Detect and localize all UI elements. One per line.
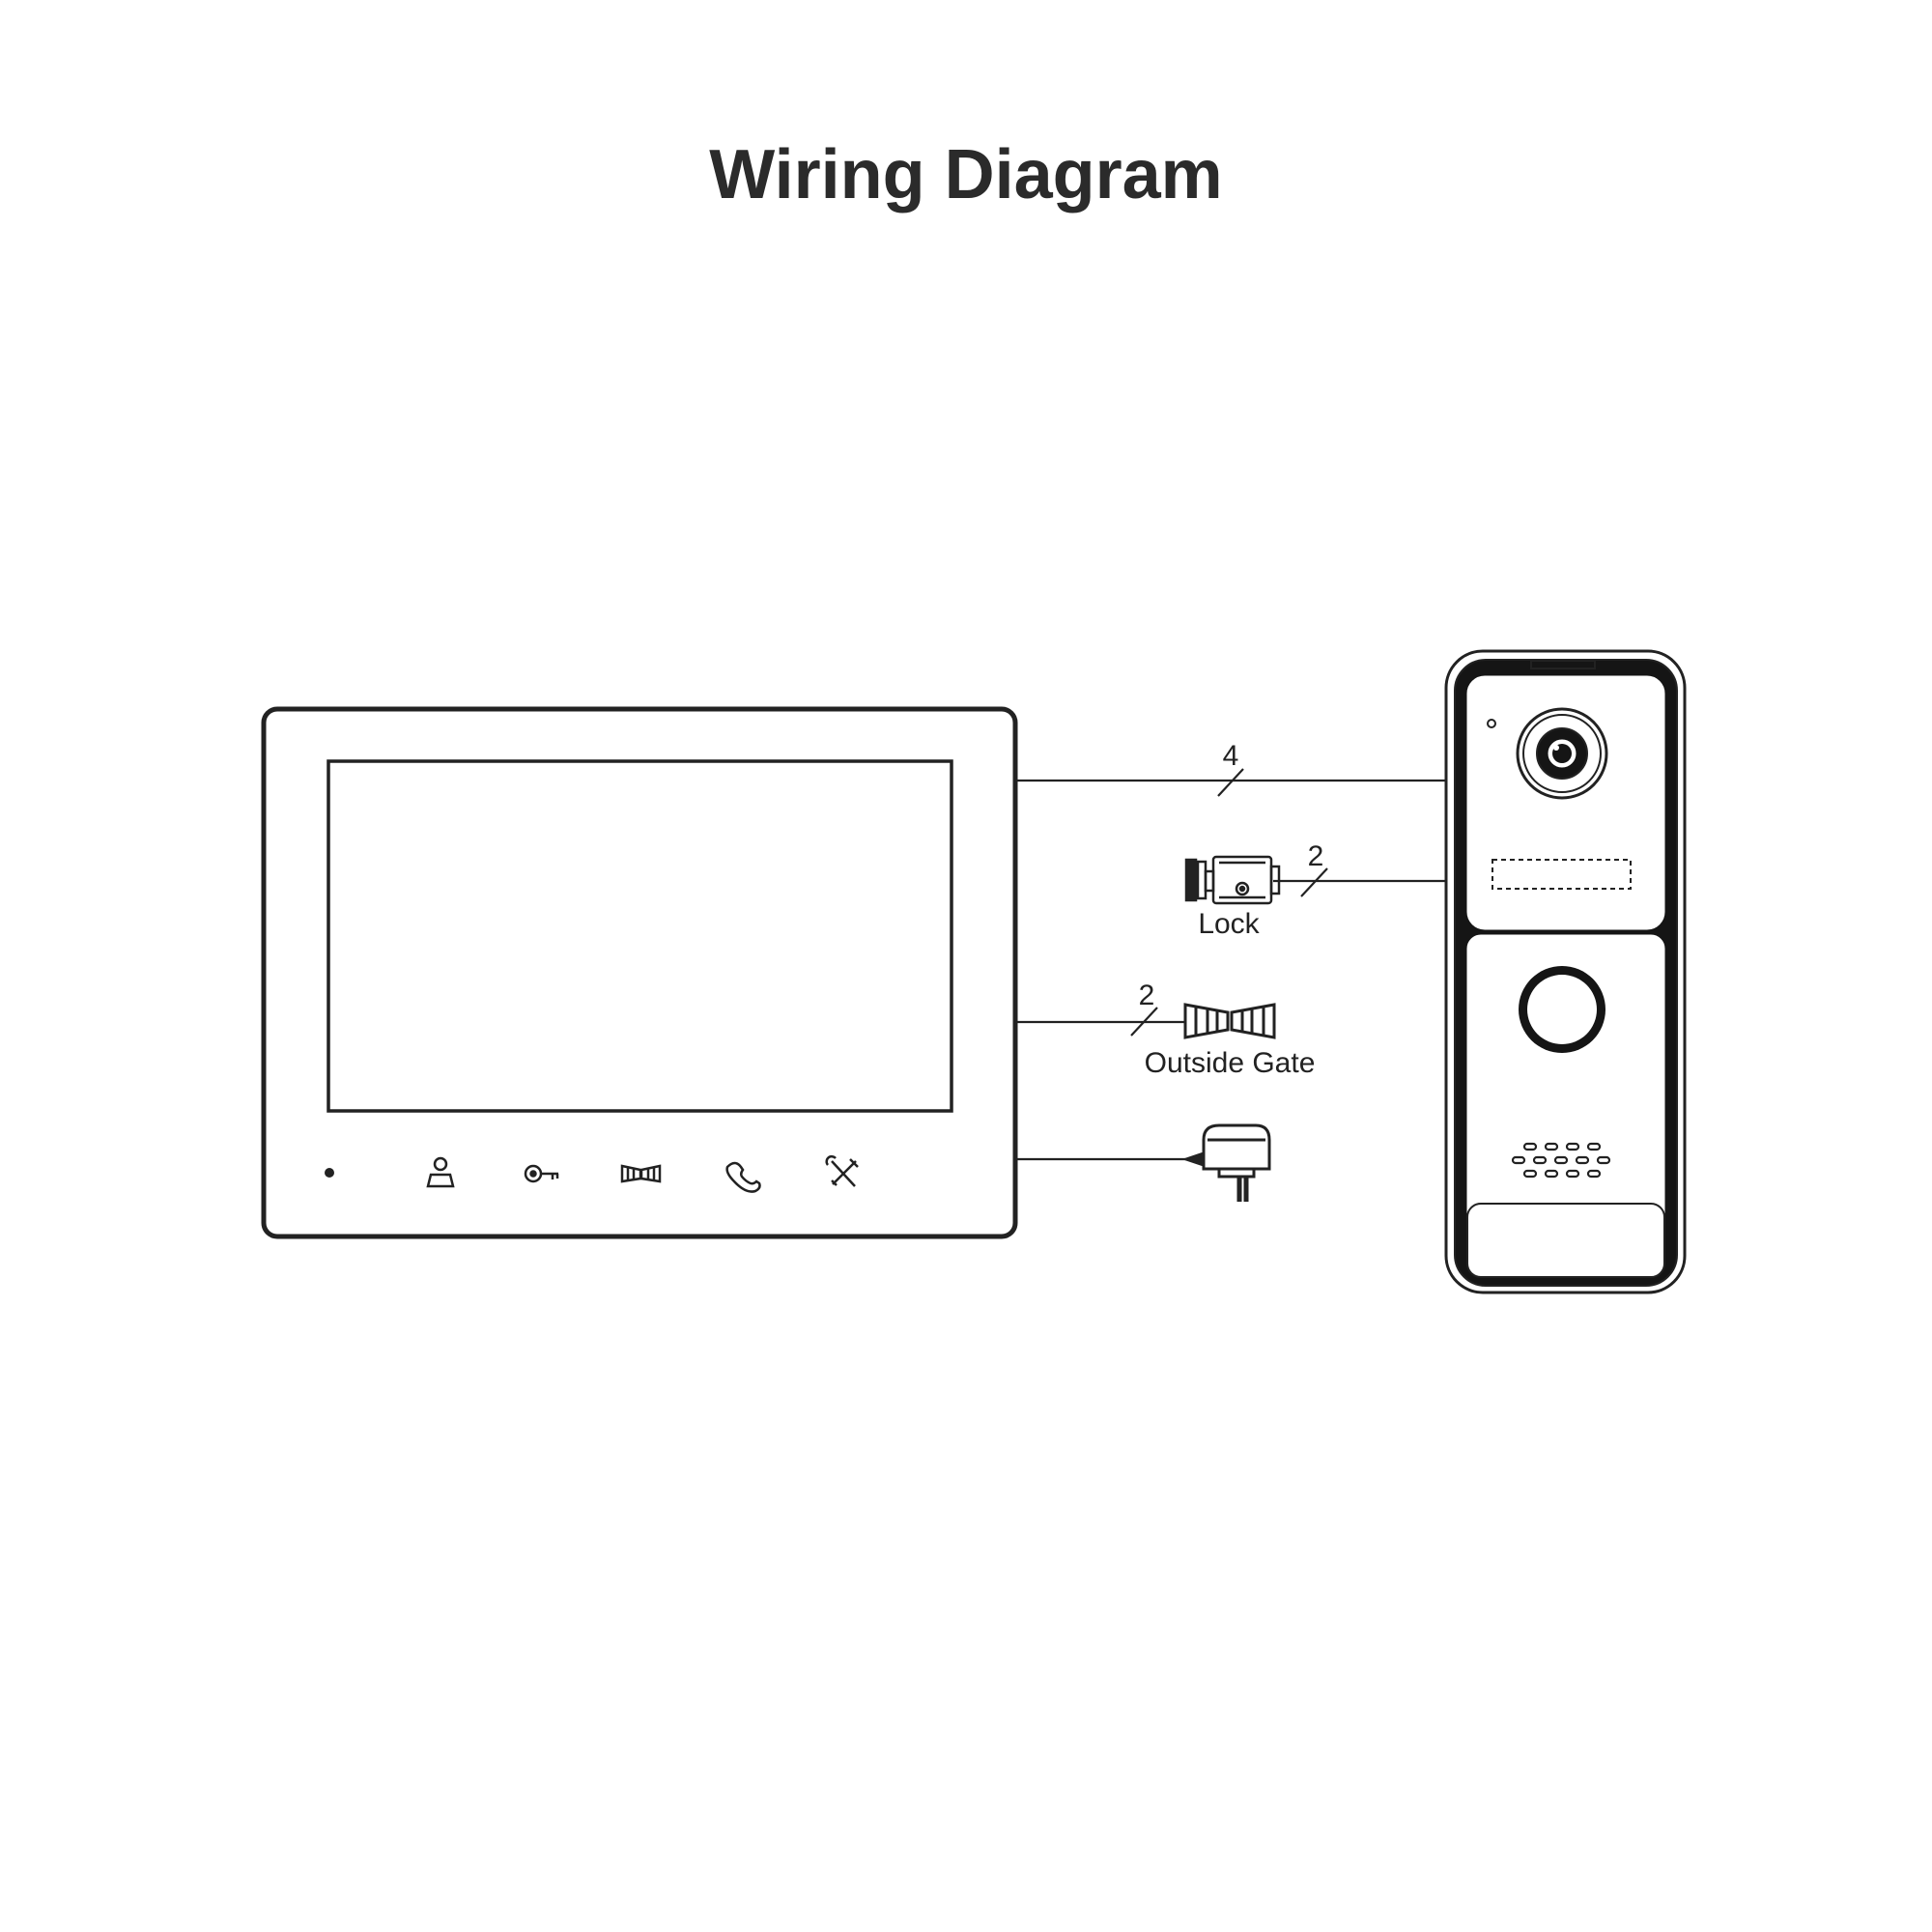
lock-icon: [1184, 855, 1281, 905]
gate-wire-count: 2: [1139, 980, 1155, 1011]
user-icon[interactable]: [426, 1156, 455, 1188]
lock-label: Lock: [1198, 908, 1260, 940]
call-button[interactable]: [1519, 966, 1605, 1053]
indoor-monitor: [261, 706, 1018, 1239]
key-icon[interactable]: [524, 1164, 559, 1183]
monitor-screen: [327, 759, 953, 1113]
light-sensor-icon: [1487, 719, 1496, 728]
wires: [1015, 768, 1446, 1161]
monitor-frame: [261, 706, 1018, 1239]
door-station: [1444, 649, 1687, 1294]
camera-lens-icon: [1516, 707, 1608, 800]
status-led-icon: [325, 1168, 334, 1178]
tools-icon[interactable]: [825, 1154, 859, 1187]
gate-icon-large: [1183, 1003, 1276, 1039]
lock-wire-count: 2: [1308, 840, 1324, 872]
name-plate: [1492, 859, 1632, 890]
camera-wire-count: 4: [1223, 740, 1239, 772]
lock-wire-tick: [1300, 867, 1328, 897]
phone-icon[interactable]: [725, 1161, 761, 1193]
power-adapter-icon: [1181, 1123, 1271, 1202]
page-title: Wiring Diagram: [709, 136, 1223, 213]
door-station-outer-shell: [1444, 649, 1687, 1294]
gate-icon[interactable]: [620, 1164, 662, 1183]
door-station-top-panel: [1466, 675, 1665, 930]
gate-wire-tick: [1130, 1007, 1158, 1037]
camera-wire-tick: [1217, 768, 1244, 797]
gate-label: Outside Gate: [1145, 1047, 1316, 1079]
speaker-grille-icon: [1511, 1142, 1611, 1179]
